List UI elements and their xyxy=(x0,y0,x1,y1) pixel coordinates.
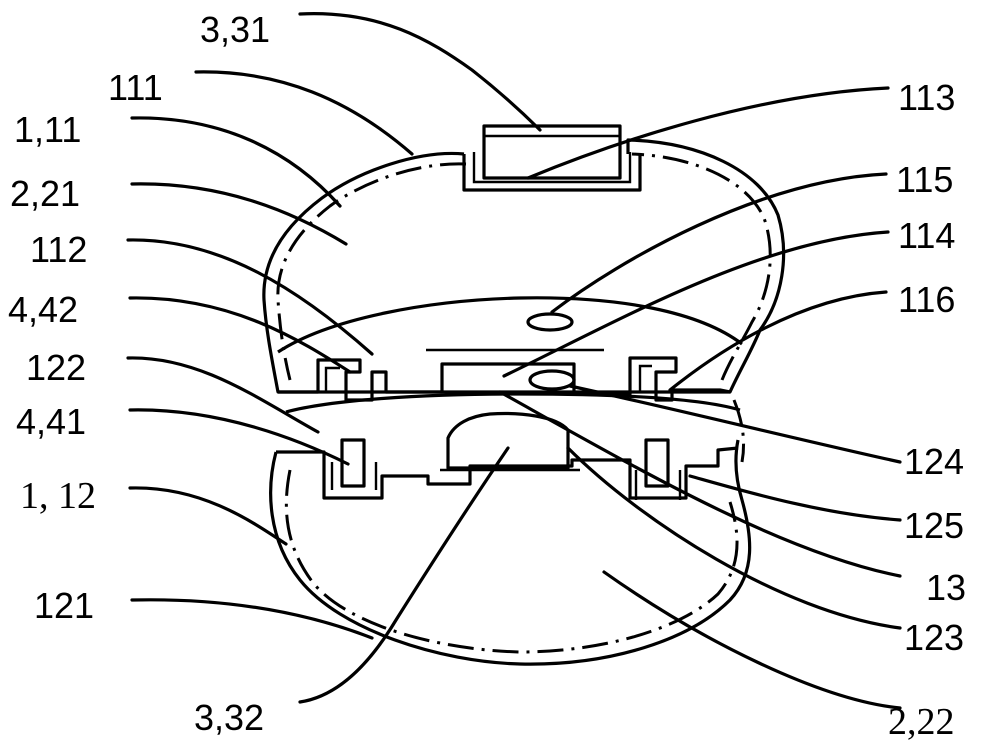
leader-1-11 xyxy=(130,116,342,208)
hole-124 xyxy=(528,369,576,391)
pin-right xyxy=(644,438,670,488)
leader-113 xyxy=(526,86,890,180)
pin-left xyxy=(340,438,366,488)
board-top-ellipse xyxy=(277,296,743,354)
label-4-41: 4,41 xyxy=(16,401,86,442)
leader-4-41 xyxy=(128,408,350,466)
leader-123 xyxy=(566,446,902,630)
leader-2-22 xyxy=(602,570,902,710)
leader-125 xyxy=(688,474,902,522)
label-111: 111 xyxy=(108,67,163,108)
leader-114 xyxy=(502,230,890,378)
leader-116 xyxy=(668,290,888,392)
label-124: 124 xyxy=(904,441,964,482)
label-115: 115 xyxy=(896,159,953,200)
label-13: 13 xyxy=(926,567,966,608)
lower-step-inner xyxy=(330,462,682,500)
lower-housing-outline xyxy=(269,439,752,666)
leader-3-32 xyxy=(298,446,510,704)
label-2-21: 2,21 xyxy=(10,173,80,214)
leader-115 xyxy=(550,172,888,314)
leader-1-12 xyxy=(128,486,288,546)
label-1-11: 1,11 xyxy=(14,109,81,150)
label-3-31: 3,31 xyxy=(200,9,270,50)
label-113: 113 xyxy=(898,77,955,118)
label-122: 122 xyxy=(26,347,86,388)
label-121: 121 xyxy=(34,585,94,626)
leader-124 xyxy=(568,384,902,464)
top-button-inner-recess xyxy=(472,152,632,184)
label-114: 114 xyxy=(898,215,955,256)
lower-housing-side-dashed xyxy=(732,399,746,463)
label-3-32: 3,32 xyxy=(194,697,264,738)
leader-121 xyxy=(130,598,374,640)
hole-115 xyxy=(526,312,574,332)
label-4-42: 4,42 xyxy=(8,289,78,330)
label-116: 116 xyxy=(898,279,955,320)
top-button-cap xyxy=(482,124,622,180)
label-112: 112 xyxy=(30,229,87,270)
leader-13 xyxy=(498,390,902,578)
leader-111 xyxy=(194,70,414,156)
upper-step-profile xyxy=(278,356,731,402)
upper-step-inner xyxy=(324,348,652,392)
label-1-12: 1, 12 xyxy=(20,475,96,517)
label-123: 123 xyxy=(904,617,964,658)
upper-housing-dashed xyxy=(276,152,772,381)
label-2-22: 2,22 xyxy=(888,701,955,743)
board-bottom-arc xyxy=(285,392,741,414)
lower-housing-dashed xyxy=(284,469,739,654)
leader-2-21 xyxy=(130,182,348,246)
leader-3-31 xyxy=(298,12,542,132)
leader-122 xyxy=(126,356,320,434)
label-125: 125 xyxy=(904,505,964,546)
leader-112 xyxy=(126,238,374,356)
lower-step-profile xyxy=(276,446,739,500)
top-button-recess xyxy=(462,154,642,192)
leader-4-42 xyxy=(128,296,352,374)
